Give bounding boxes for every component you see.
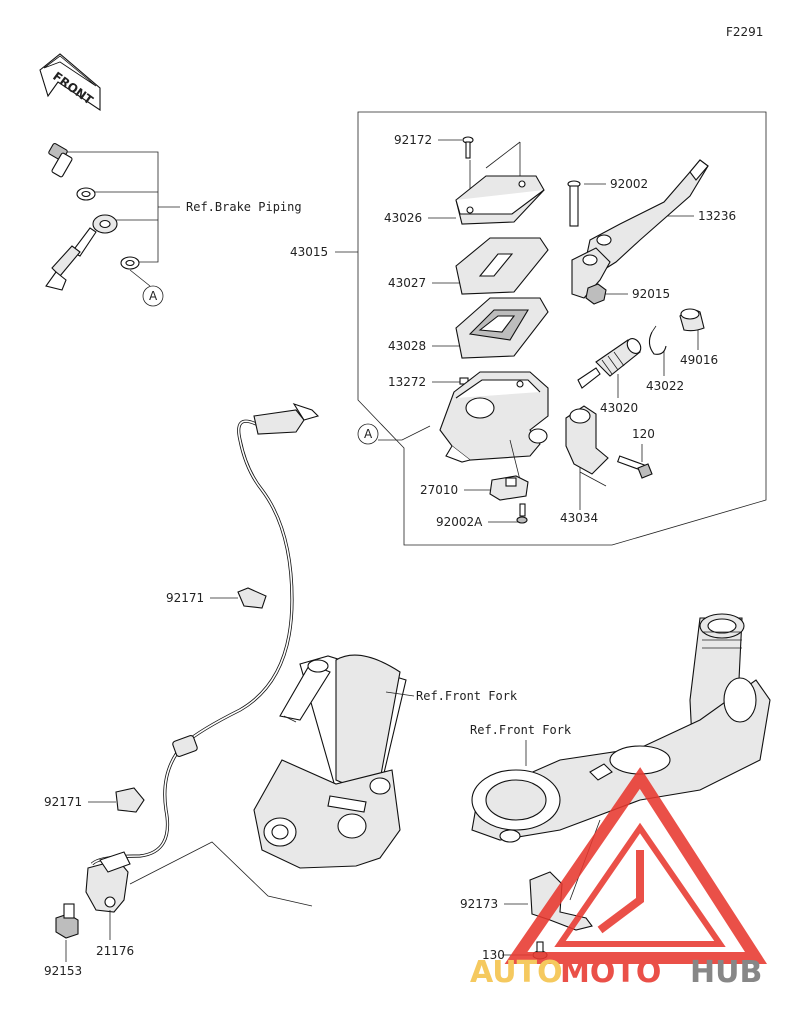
label-49016: 49016 [680, 353, 718, 367]
watermark-hub: HUB [690, 955, 762, 990]
switch-27010 [489, 475, 529, 501]
label-43020: 43020 [600, 401, 638, 415]
label-92002: 92002 [610, 177, 648, 191]
label-21176: 21176 [96, 944, 134, 958]
label-130: 130 [482, 948, 505, 962]
callout-a-1 [142, 285, 164, 307]
callout-a-1-label: A [149, 289, 158, 303]
screw-92002A [516, 503, 528, 524]
figure-code: F2291 [726, 25, 763, 39]
circlip-43022 [648, 325, 667, 355]
label-92172: 92172 [394, 133, 432, 147]
label-92015: 92015 [632, 287, 670, 301]
front-fork-left [253, 654, 407, 869]
plate-43027 [455, 237, 549, 295]
label-43027: 43027 [388, 276, 426, 290]
ref-brake-piping: Ref.Brake Piping [186, 200, 302, 214]
ref-front-fork-1: Ref.Front Fork [416, 689, 518, 703]
label-92171-b: 92171 [44, 795, 82, 809]
watermark-moto: MOTO [560, 955, 661, 990]
watermark-logo: AUTO MOTO HUB [470, 767, 768, 990]
label-43022: 43022 [646, 379, 684, 393]
clamp-92171-a [237, 587, 267, 609]
watermark-triangle-outer [504, 767, 768, 964]
front-fork-right [471, 613, 771, 843]
ref-front-fork-2: Ref.Front Fork [470, 723, 572, 737]
label-92171-a: 92171 [166, 591, 204, 605]
callout-a-2 [357, 423, 379, 445]
sensor-cable [90, 402, 320, 866]
bolt-120 [616, 455, 653, 479]
label-92002A: 92002A [436, 515, 483, 529]
watermark-triangle-inner [554, 822, 726, 947]
label-92173: 92173 [460, 897, 498, 911]
label-43015: 43015 [290, 245, 328, 259]
label-92153: 92153 [44, 964, 82, 978]
clamp-43034 [565, 405, 609, 475]
label-13272: 13272 [388, 375, 426, 389]
lever-13236 [571, 159, 709, 299]
label-43034: 43034 [560, 511, 598, 525]
brake-piping-group: A Ref.Brake Piping [45, 142, 302, 307]
label-43026: 43026 [384, 211, 422, 225]
screw-92002 [567, 180, 581, 227]
screw-92172 [462, 136, 474, 159]
master-cylinder-body [439, 371, 549, 463]
sensor-21176 [85, 851, 131, 913]
cap-43026 [455, 175, 545, 225]
bolt-92153 [55, 903, 79, 939]
boot-49016 [679, 308, 705, 332]
callout-a-2-label: A [364, 427, 373, 441]
piston-43020 [577, 338, 642, 389]
label-120: 120 [632, 427, 655, 441]
label-27010: 27010 [420, 483, 458, 497]
clamp-92171-b [115, 787, 145, 813]
label-13236: 13236 [698, 209, 736, 223]
assembly-frame [357, 111, 767, 546]
label-43028: 43028 [388, 339, 426, 353]
diaphragm-43028 [455, 297, 549, 359]
front-arrow-icon: FRONT [39, 53, 101, 112]
nut-92015 [585, 283, 607, 305]
watermark-auto: AUTO [470, 955, 563, 990]
